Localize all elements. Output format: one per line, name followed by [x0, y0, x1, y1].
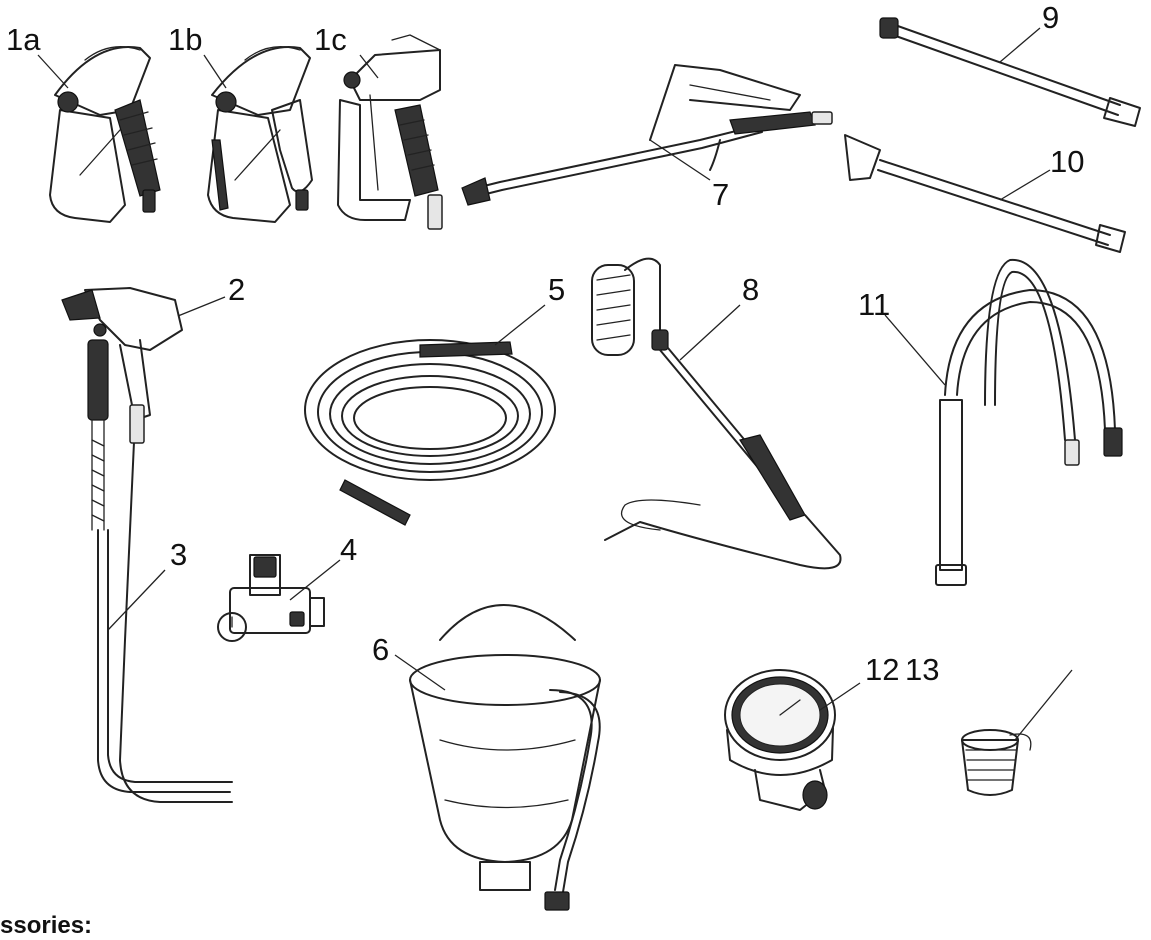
label-12: 12: [865, 652, 899, 687]
label-4: 4: [340, 532, 357, 567]
spray-gun-1c-illustration: [337, 34, 443, 230]
air-regulator-illustration: [217, 554, 325, 642]
label-1a: 1a: [6, 22, 41, 57]
label-5: 5: [548, 272, 565, 307]
suction-hose-illustration: [935, 258, 1123, 586]
pole-gun-illustration: [461, 64, 833, 206]
spray-gun-1b-illustration: [207, 46, 313, 223]
label-8: 8: [742, 272, 759, 307]
extension-rod-9-illustration: [879, 17, 1141, 127]
spray-gun-1a-illustration: [49, 46, 161, 223]
label-1b: 1b: [168, 22, 202, 57]
extension-rod-10-illustration: [844, 134, 1126, 253]
label-1c: 1c: [314, 22, 347, 57]
accessories-heading: ssories:: [0, 912, 93, 939]
paint-cup-illustration: [409, 604, 601, 911]
label-6: 6: [372, 632, 389, 667]
paint-roller-illustration: [591, 257, 842, 570]
callout-labels: 1a 1b 1c 2 3 4 5 6 7 8 9 10 11 12 13: [6, 0, 1084, 687]
label-10: 10: [1050, 144, 1084, 179]
leader-lines: [37, 27, 1073, 741]
hvlp-gun-assembly-illustration: [61, 287, 233, 803]
label-13: 13: [905, 652, 939, 687]
label-9: 9: [1042, 0, 1059, 35]
label-11: 11: [858, 287, 890, 322]
coiled-hose-illustration: [304, 339, 556, 526]
label-3: 3: [170, 537, 187, 572]
pressure-gauge-illustration: [724, 669, 836, 811]
label-7: 7: [712, 177, 729, 212]
label-2: 2: [228, 272, 245, 307]
filter-illustration: [961, 729, 1032, 796]
